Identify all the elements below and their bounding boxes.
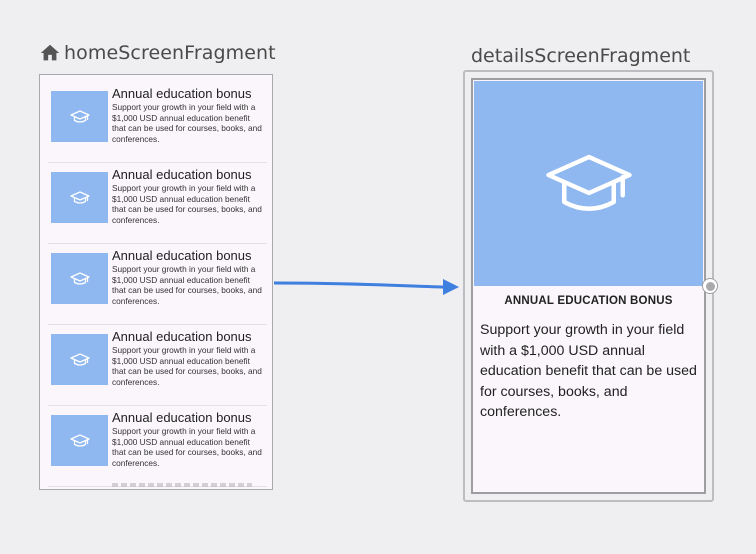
graduation-cap-icon [69,271,90,285]
graduation-cap-icon [69,433,90,447]
graduation-cap-icon [69,352,90,366]
list-overflow-item [112,483,252,487]
list-item-title: Annual education bonus [112,167,252,182]
graduation-cap-icon [69,190,90,204]
details-fragment-title[interactable]: detailsScreenFragment [471,45,691,67]
list-item-thumbnail [51,334,108,385]
graduation-cap-icon [69,109,90,123]
list-item-thumbnail [51,91,108,142]
action-anchor-handle[interactable] [702,278,718,294]
list-item[interactable]: Annual education bonus Support your grow… [48,83,267,163]
home-fragment-preview[interactable]: Annual education bonus Support your grow… [39,74,273,490]
list-item-description: Support your growth in your field with a… [112,426,262,468]
list-item-thumbnail [51,172,108,223]
details-hero-image [474,81,703,286]
home-fragment-label[interactable]: homeScreenFragment [39,41,276,65]
list-item[interactable]: Annual education bonus Support your grow… [48,164,267,244]
list-item-description: Support your growth in your field with a… [112,102,262,144]
list-item[interactable]: Annual education bonus Support your grow… [48,407,267,487]
list-item[interactable]: Annual education bonus Support your grow… [48,326,267,406]
list-item-title: Annual education bonus [112,329,252,344]
list-item-description: Support your growth in your field with a… [112,345,262,387]
list-item-description: Support your growth in your field with a… [112,264,262,306]
list-item[interactable]: Annual education bonus Support your grow… [48,245,267,325]
details-body-text: Support your growth in your field with a… [480,322,697,420]
home-fragment-title: homeScreenFragment [64,42,276,64]
list-item-title: Annual education bonus [112,248,252,263]
list-item-description: Support your growth in your field with a… [112,183,262,225]
list-item-thumbnail [51,415,108,466]
details-fragment-preview[interactable]: ANNUAL EDUCATION BONUS Support your grow… [471,78,706,494]
list-item-thumbnail [51,253,108,304]
details-heading: ANNUAL EDUCATION BONUS [504,295,673,307]
home-icon [40,44,60,61]
list-item-title: Annual education bonus [112,410,252,425]
list-item-title: Annual education bonus [112,86,252,101]
graduation-cap-icon [545,154,632,211]
